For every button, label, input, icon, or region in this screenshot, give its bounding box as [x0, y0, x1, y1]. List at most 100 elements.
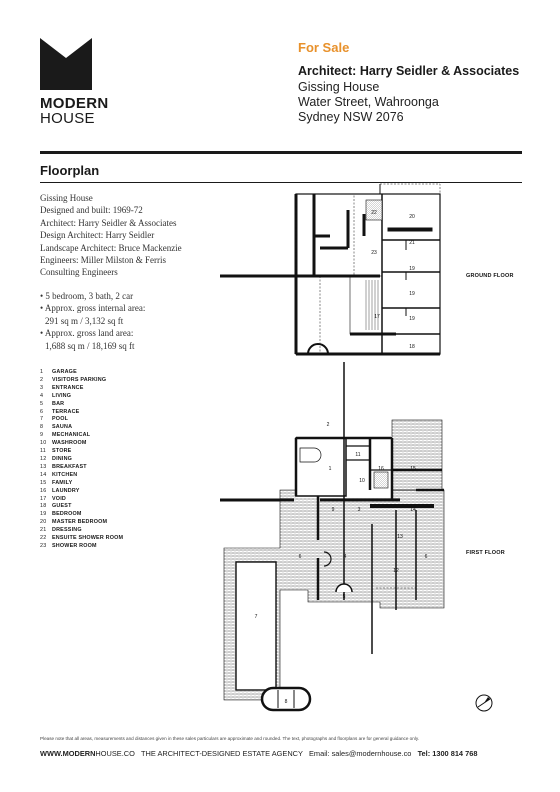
- legend-number: 18: [40, 503, 47, 510]
- legend-number: 5: [40, 400, 44, 407]
- property-facts: • 5 bedroom, 3 bath, 2 car • Approx. gro…: [40, 290, 250, 352]
- brand-name-line1: MODERN: [40, 95, 109, 112]
- legend-label: POOL: [52, 416, 69, 423]
- fact-line: 291 sq m / 3,132 sq ft: [45, 315, 124, 326]
- ground-floor-label: GROUND FLOOR: [466, 273, 514, 279]
- legend-number: 6: [40, 408, 44, 415]
- room-number: 7: [255, 614, 258, 620]
- footer-phone[interactable]: Tel: 1300 814 768: [417, 749, 478, 758]
- room-number: 6: [299, 554, 302, 560]
- fact-line: • Approx. gross internal area:: [40, 303, 146, 314]
- architect-heading: Architect: Harry Seidler & Associates: [298, 64, 520, 78]
- room-number: 1: [329, 466, 332, 472]
- header-divider: [40, 151, 522, 154]
- legend-label: LIVING: [52, 392, 72, 399]
- room-number: 21: [409, 240, 415, 246]
- legend-item: 16 LAUNDRY: [40, 488, 123, 496]
- website-link[interactable]: WWW.MODERNHOUSE.CO: [40, 749, 135, 758]
- legend-number: 20: [40, 519, 47, 526]
- legend-label: LAUNDRY: [52, 487, 80, 494]
- legend-label: GUEST: [52, 503, 72, 510]
- info-line: Designed and built: 1969-72: [40, 205, 143, 216]
- legend-label: TERRACE: [52, 408, 80, 415]
- legend-label: SAUNA: [52, 424, 73, 431]
- room-number: 2: [327, 422, 330, 428]
- info-line: Architect: Harry Seidler & Associates: [40, 217, 177, 228]
- legend-number: 15: [40, 479, 47, 486]
- legend-item: 23 SHOWER ROOM: [40, 543, 123, 551]
- north-compass-icon: [475, 694, 493, 712]
- legend-number: 19: [40, 511, 47, 518]
- legend-label: SHOWER ROOM: [52, 542, 97, 549]
- legend-label: FAMILY: [52, 479, 73, 486]
- legend-number: 17: [40, 495, 47, 502]
- legend-label: ENSUITE SHOWER ROOM: [52, 535, 124, 542]
- legend-number: 3: [40, 384, 44, 391]
- footer-email[interactable]: Email: sales@modernhouse.co: [309, 749, 412, 758]
- room-number: 4: [344, 554, 347, 560]
- info-line: Engineers: Miller Milston & Ferris: [40, 255, 166, 266]
- room-number: 15: [410, 466, 416, 472]
- first-floor-plan: [220, 362, 445, 712]
- legend-label: BREAKFAST: [52, 463, 87, 470]
- fact-line: 1,688 sq m / 18,169 sq ft: [45, 340, 135, 351]
- info-line: Gissing House: [40, 193, 93, 203]
- brand-name-line2: HOUSE: [40, 110, 95, 127]
- section-title: Floorplan: [40, 163, 100, 178]
- address-line-3: Sydney NSW 2076: [298, 110, 404, 124]
- fact-line: • 5 bedroom, 3 bath, 2 car: [40, 291, 134, 301]
- address-line-1: Gissing House: [298, 80, 380, 94]
- legend-label: WASHROOM: [52, 440, 87, 447]
- room-number: 13: [397, 534, 403, 540]
- legend-label: KITCHEN: [52, 471, 78, 478]
- sale-status: For Sale: [298, 40, 350, 55]
- legend-label: STORE: [52, 448, 72, 455]
- legend-item: 10 WASHROOM: [40, 440, 123, 448]
- room-number: 9: [332, 507, 335, 513]
- legend-number: 10: [40, 440, 47, 447]
- ground-floor-plan: [220, 183, 441, 356]
- property-info: Gissing House Designed and built: 1969-7…: [40, 192, 250, 279]
- legend-label: BAR: [52, 400, 65, 407]
- first-room-numbers: 2 11 1 10 16 15 9 3 14 13 4 6 6 12 5 7 8: [255, 422, 428, 705]
- legend-item: 22 ENSUITE SHOWER ROOM: [40, 535, 123, 543]
- legend-number: 2: [40, 376, 44, 383]
- legend-number: 16: [40, 487, 47, 494]
- legend-number: 22: [40, 535, 47, 542]
- legend-number: 13: [40, 463, 47, 470]
- legend-label: VISITORS PARKING: [52, 376, 107, 383]
- legend-number: 23: [40, 542, 47, 549]
- legend-label: DRESSING: [52, 527, 82, 534]
- room-number: 20: [409, 214, 415, 220]
- room-number: 10: [359, 478, 365, 484]
- room-number: 5: [343, 594, 346, 600]
- fact-line: • Approx. gross land area:: [40, 328, 134, 339]
- room-number: 12: [393, 568, 399, 574]
- legend-item: 13 BREAKFAST: [40, 464, 123, 472]
- room-number: 19: [409, 291, 415, 297]
- legend-item: 15 FAMILY: [40, 480, 123, 488]
- address-line-2: Water Street, Wahroonga: [298, 95, 439, 109]
- room-number: 14: [410, 507, 416, 513]
- legend-label: GARAGE: [52, 369, 77, 375]
- info-line: Landscape Architect: Bruce Mackenzie: [40, 242, 182, 253]
- legend-item: 19 BEDROOM: [40, 511, 123, 519]
- legend-number: 4: [40, 392, 44, 399]
- legend-label: BEDROOM: [52, 511, 82, 518]
- legend-item: 4 LIVING: [40, 393, 123, 401]
- disclaimer-text: Please note that all areas, measurements…: [40, 736, 420, 741]
- ground-room-numbers: 22 20 21 23 19 19 19 17 18: [371, 210, 415, 350]
- info-line: Design Architect: Harry Seidler: [40, 230, 155, 241]
- brand-logo: MODERN HOUSE: [40, 38, 110, 126]
- room-number: 8: [285, 699, 288, 705]
